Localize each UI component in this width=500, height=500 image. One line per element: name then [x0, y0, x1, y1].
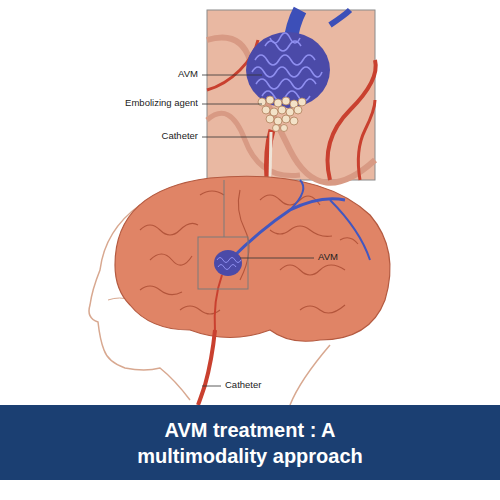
avm-label: AVM: [178, 69, 198, 79]
title-band: AVM treatment : A multimodality approach: [0, 405, 500, 480]
band-title: AVM treatment : A multimodality approach: [100, 417, 400, 469]
avm-label: AVM: [318, 252, 338, 262]
catheter-label: Catheter: [162, 131, 198, 141]
catheter-label: Catheter: [225, 380, 261, 390]
embolizing-agent-label: Embolizing agent: [125, 98, 198, 108]
